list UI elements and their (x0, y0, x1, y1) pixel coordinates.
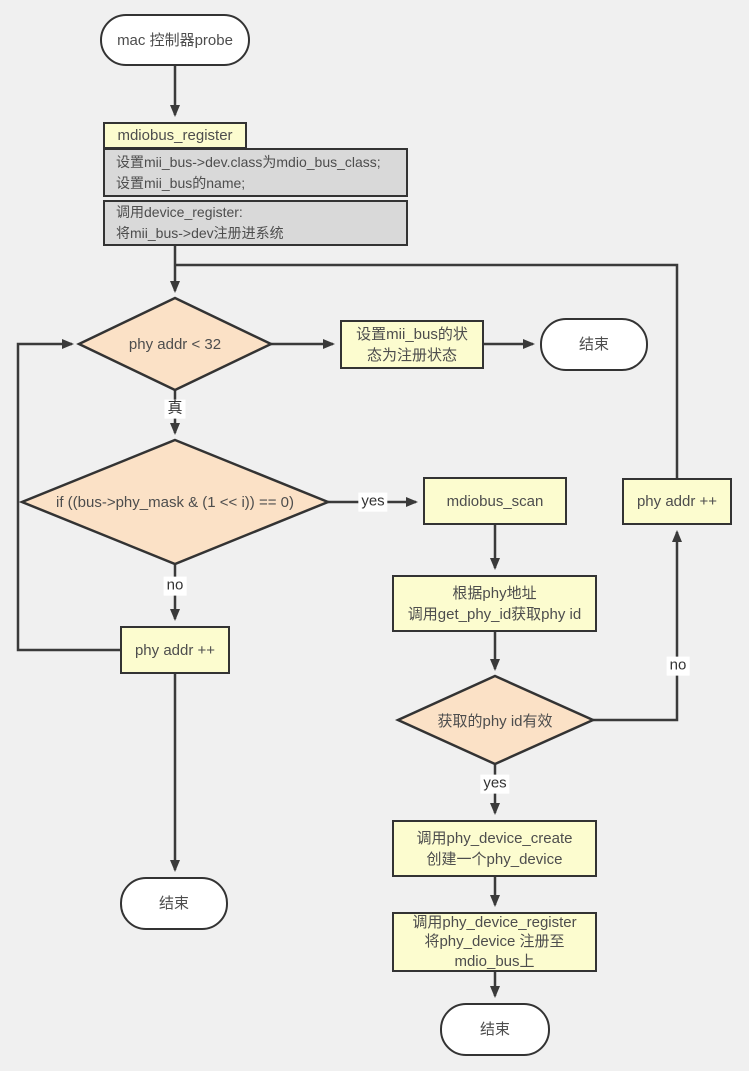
phy-id-valid-diamond[interactable] (394, 674, 597, 766)
phy-mask-check-diamond[interactable] (18, 438, 332, 566)
node-phy-addr-inc-right[interactable]: phy addr ++ (622, 478, 732, 525)
node-end-top-terminal[interactable]: 结束 (540, 318, 648, 371)
node-phy-device-create[interactable]: 调用phy_device_create 创建一个phy_device (392, 820, 597, 877)
edge-label-yes-scan: yes (358, 492, 388, 512)
node-get-phy-id[interactable]: 根据phy地址 调用get_phy_id获取phy id (392, 575, 597, 632)
phy-mask-check-label: if ((bus->phy_mask & (1 << i)) == 0) (55, 493, 294, 511)
node-mdiobus-scan[interactable]: mdiobus_scan (423, 477, 567, 525)
note-set-class[interactable]: 设置mii_bus->dev.class为mdio_bus_class; 设置m… (103, 148, 408, 197)
node-end-left-terminal[interactable]: 结束 (120, 877, 228, 930)
edge-label-no-left: no (163, 576, 187, 596)
node-end-bottom-terminal[interactable]: 结束 (440, 1003, 550, 1056)
node-phy-device-register[interactable]: 调用phy_device_register 将phy_device 注册至 md… (392, 912, 597, 972)
note-device-register[interactable]: 调用device_register: 将mii_bus->dev注册进系统 (103, 200, 408, 246)
edge-label-yes-valid: yes (480, 774, 510, 794)
node-start-terminal[interactable]: mac 控制器probe (100, 14, 250, 66)
phy-addr-check-diamond[interactable] (76, 296, 274, 392)
node-phy-addr-inc-left[interactable]: phy addr ++ (120, 626, 230, 674)
edge-label-no-right: no (666, 656, 690, 676)
phy-id-valid-label: 获取的phy id有效 (437, 712, 553, 730)
edge-label-true: 真 (164, 399, 186, 419)
edge-incright-loopback (175, 263, 679, 478)
edge-valid-no-to-inc-right (593, 530, 682, 722)
node-set-bus-state[interactable]: 设置mii_bus的状 态为注册状态 (340, 320, 484, 369)
phy-addr-check-label: phy addr < 32 (128, 335, 222, 353)
node-mdiobus-register[interactable]: mdiobus_register (103, 122, 247, 149)
edge-inc-left-loopback (16, 339, 120, 652)
